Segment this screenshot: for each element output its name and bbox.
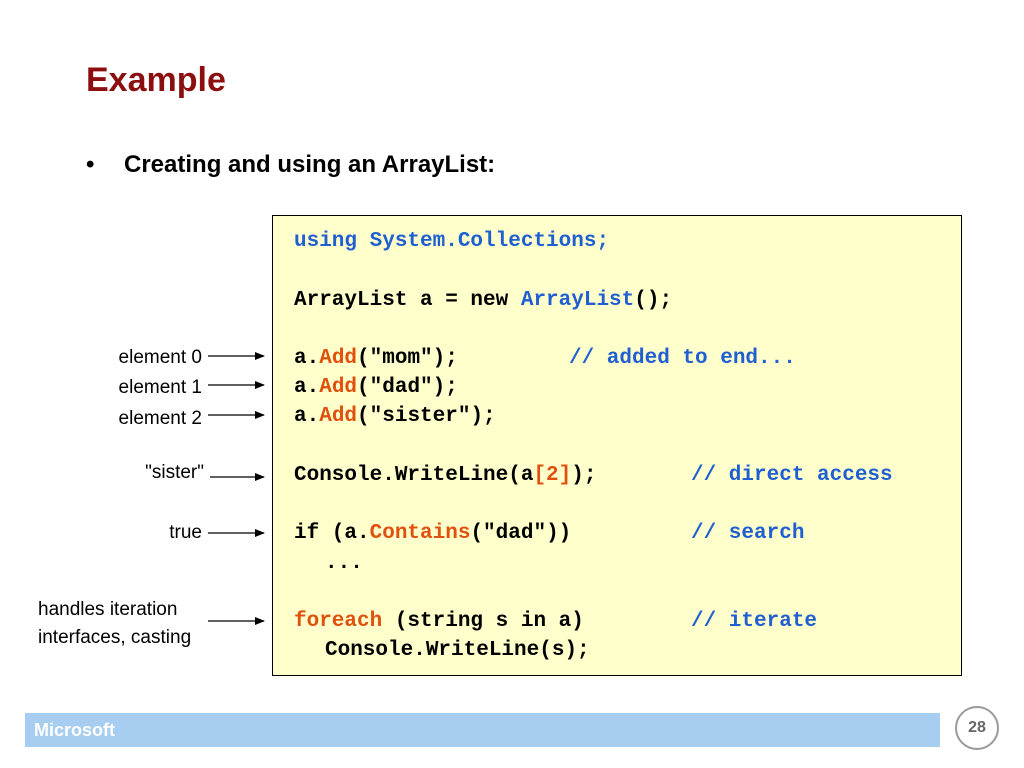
code-method: Add — [319, 347, 358, 370]
code-line-using: using System.Collections; — [294, 230, 610, 253]
code-text: (); — [634, 289, 673, 312]
code-comment-added: // added to end... — [569, 347, 796, 370]
annotation-iteration: handles iteration interfaces, casting — [38, 596, 191, 652]
bullet-marker: • — [86, 151, 95, 178]
bullet-text: Creating and using an ArrayList: — [124, 151, 496, 178]
code-method: Contains — [369, 522, 471, 545]
code-line-writeline-index: Console.WriteLine(a[2]); — [294, 463, 596, 489]
code-text: a. — [294, 347, 320, 370]
code-comment-direct-access: // direct access — [691, 464, 893, 487]
code-type: ArrayList — [520, 289, 635, 312]
code-text: ("sister"); — [357, 405, 496, 428]
code-text: ("dad")) — [470, 522, 572, 545]
code-text: if (a. — [294, 522, 370, 545]
annotation-element-2: element 2 — [118, 408, 202, 429]
code-line-add-sister: a.Add("sister"); — [294, 404, 496, 430]
code-text: ("dad"); — [357, 376, 458, 399]
code-line-add-mom: a.Add("mom"); — [294, 346, 458, 372]
annotation-element-1: element 1 — [118, 377, 202, 398]
code-text: ); — [571, 464, 597, 487]
code-line-writeline-s: Console.WriteLine(s); — [325, 639, 590, 662]
footer-bar: Microsoft — [25, 713, 940, 747]
code-line-foreach: foreach (string s in a) — [294, 609, 584, 635]
code-keyword: foreach — [294, 610, 383, 633]
code-line-declare: ArrayList a = new ArrayList(); — [294, 288, 672, 314]
annotation-iteration-line-2: interfaces, casting — [38, 627, 192, 648]
footer-brand: Microsoft — [34, 720, 115, 740]
code-text: ("mom"); — [357, 347, 458, 370]
annotation-element-0: element 0 — [118, 347, 202, 368]
page-number: 28 — [955, 706, 999, 750]
code-line-contains: if (a.Contains("dad")) — [294, 521, 571, 547]
code-index: [2] — [533, 464, 572, 487]
annotation-sister: "sister" — [145, 462, 204, 483]
code-method: Add — [319, 405, 358, 428]
code-comment-iterate: // iterate — [691, 610, 818, 633]
code-text: Console.WriteLine(a — [294, 464, 534, 487]
annotation-iteration-line-1: handles iteration — [38, 599, 178, 620]
slide-title: Example — [86, 61, 226, 99]
code-method: Add — [319, 376, 358, 399]
code-text: a. — [294, 376, 320, 399]
code-comment-search: // search — [691, 522, 805, 545]
code-line-ellipsis: ... — [325, 552, 363, 575]
code-line-add-dad: a.Add("dad"); — [294, 375, 458, 401]
annotation-true: true — [169, 522, 202, 543]
code-block: using System.Collections; ArrayList a = … — [272, 215, 962, 676]
code-text: a. — [294, 405, 320, 428]
code-text: ArrayList a = new — [294, 289, 521, 312]
code-text: (string s in a) — [382, 610, 584, 633]
